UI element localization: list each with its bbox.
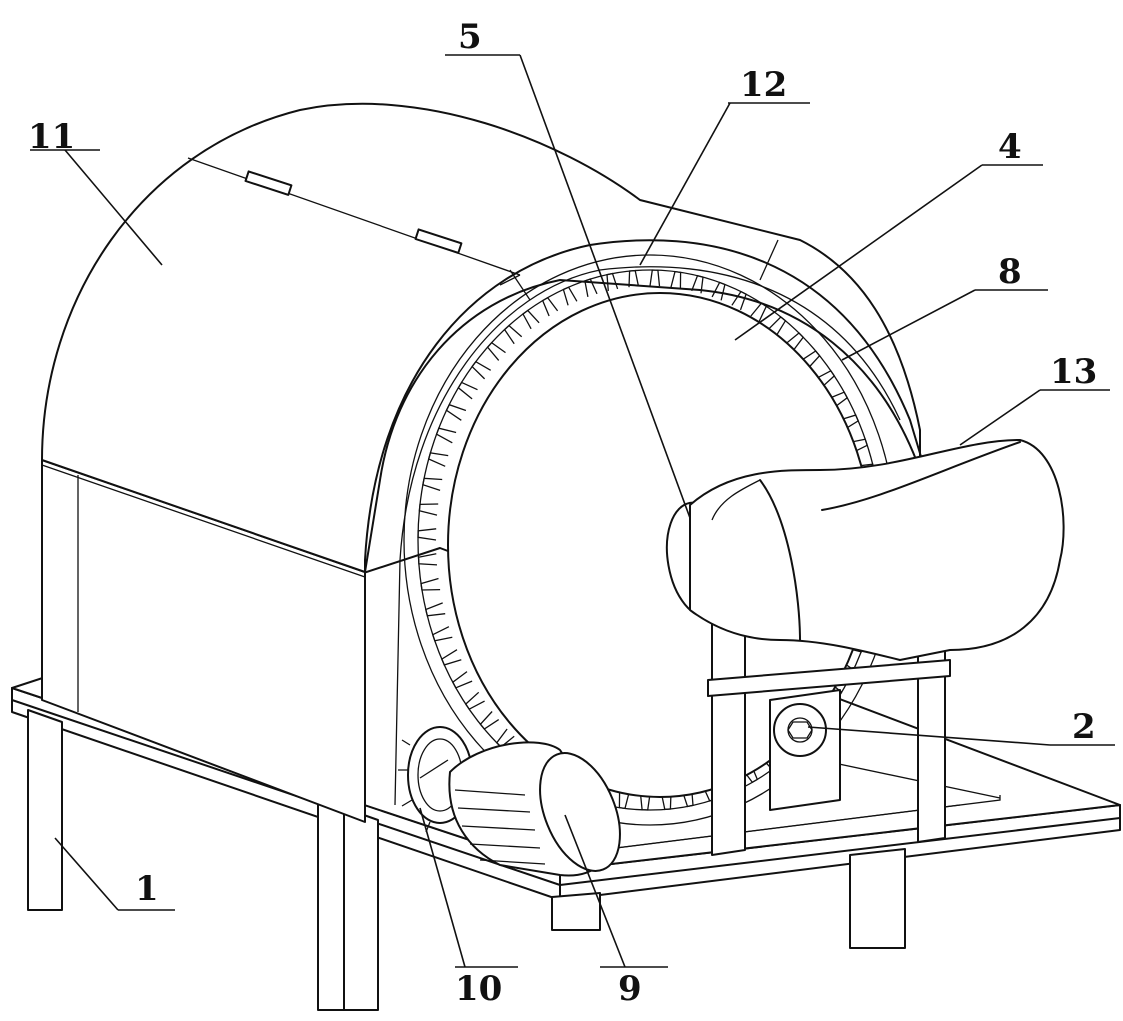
gear-tooth (445, 403, 467, 421)
gear-tooth (670, 270, 682, 289)
gear-tooth (432, 626, 453, 642)
leader-line-9 (564, 814, 626, 968)
gear-tooth (681, 789, 694, 808)
gear-tooth (606, 272, 619, 291)
callout-labels: 11 5 12 4 8 13 2 1 10 9 (28, 17, 1097, 1009)
leader-line-2 (807, 726, 1051, 746)
callout-9: 9 (618, 969, 642, 1009)
gear-tooth (785, 332, 805, 352)
leader-line-5 (519, 54, 691, 519)
gear-tooth (503, 324, 523, 345)
motor (419, 741, 621, 877)
gear-tooth (838, 414, 860, 431)
gear-tooth (418, 503, 439, 516)
gear-tooth (541, 296, 559, 317)
gear-tooth (464, 691, 485, 711)
leader-line-8 (841, 289, 976, 361)
gear-tooth (425, 602, 446, 617)
gear-tooth (417, 553, 438, 566)
gear-tooth (711, 281, 726, 301)
gear-tooth (639, 793, 651, 811)
gear-tooth (440, 649, 462, 666)
gear-tooth (457, 381, 478, 400)
leader-line-10 (419, 807, 466, 968)
leader-line-12 (639, 102, 731, 266)
gear-tooth (584, 278, 598, 298)
callout-1: 1 (135, 869, 159, 909)
callout-10: 10 (455, 969, 502, 1009)
gear-tooth (522, 309, 540, 330)
gear-tooth (422, 477, 443, 492)
gear-tooth (451, 671, 473, 689)
feed-hopper (665, 439, 1065, 661)
gear-tooth (471, 360, 492, 380)
gear-tooth (649, 269, 661, 287)
callout-2: 2 (1072, 707, 1096, 747)
leader-line-11 (64, 149, 163, 266)
gear-tooth (479, 711, 500, 730)
callout-8: 8 (998, 252, 1022, 292)
gear-tooth (618, 791, 630, 810)
gear-tooth (827, 391, 849, 409)
gear-tooth (768, 316, 787, 336)
gear-tooth (420, 577, 441, 591)
leader-line-4 (734, 164, 983, 341)
gear-tooth (731, 290, 747, 311)
leader-line-13 (959, 389, 1041, 446)
callout-13: 13 (1050, 352, 1097, 392)
gear-tooth (815, 369, 836, 389)
gear-tooth (417, 528, 437, 541)
gear-tooth (750, 302, 768, 322)
gear-tooth (800, 350, 821, 369)
gear-tooth (691, 274, 704, 294)
cover-hood (41, 102, 926, 823)
callout-5: 5 (458, 17, 482, 57)
gear-tooth (435, 427, 457, 444)
gear-tooth (486, 341, 506, 361)
gear-tooth (562, 286, 578, 306)
callout-11: 11 (28, 117, 75, 157)
gear-tooth (660, 792, 672, 811)
leader-lines (30, 54, 1115, 968)
gear-tooth (495, 728, 515, 748)
callout-4: 4 (998, 127, 1022, 167)
gear-tooth (628, 269, 640, 288)
leader-line-1 (54, 837, 119, 911)
gear-tooth (847, 438, 868, 454)
callout-12: 12 (740, 65, 787, 105)
gear-tooth (427, 452, 449, 467)
